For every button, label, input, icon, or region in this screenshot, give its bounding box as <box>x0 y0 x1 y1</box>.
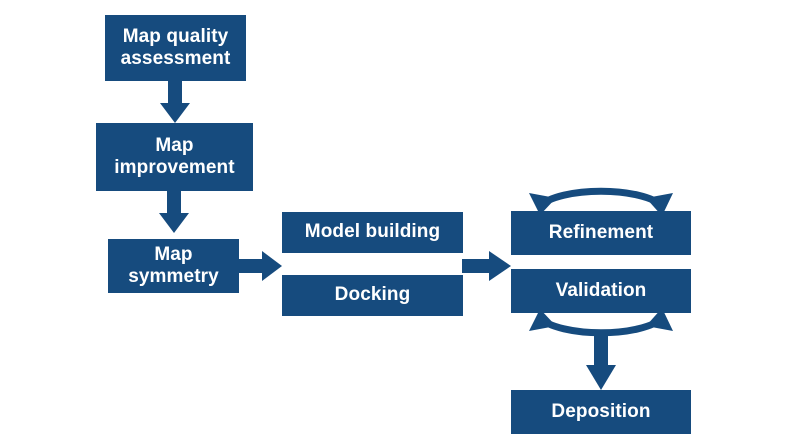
arrow-cycle-to-deposition <box>586 331 616 390</box>
arrow-modeling-to-refinement <box>462 251 511 281</box>
node-deposition[interactable]: Deposition <box>511 390 691 434</box>
node-model-building[interactable]: Model building <box>282 212 463 253</box>
arrow-quality-to-improvement <box>160 80 190 123</box>
arrow-improvement-to-symmetry <box>159 190 189 233</box>
node-map-improvement[interactable]: Map improvement <box>96 123 253 191</box>
node-map-symmetry[interactable]: Map symmetry <box>108 239 239 293</box>
node-map-quality-assessment[interactable]: Map quality assessment <box>105 15 246 81</box>
node-docking[interactable]: Docking <box>282 275 463 316</box>
node-validation[interactable]: Validation <box>511 269 691 313</box>
node-refinement[interactable]: Refinement <box>511 211 691 255</box>
arrow-symmetry-to-modeling <box>238 251 282 281</box>
